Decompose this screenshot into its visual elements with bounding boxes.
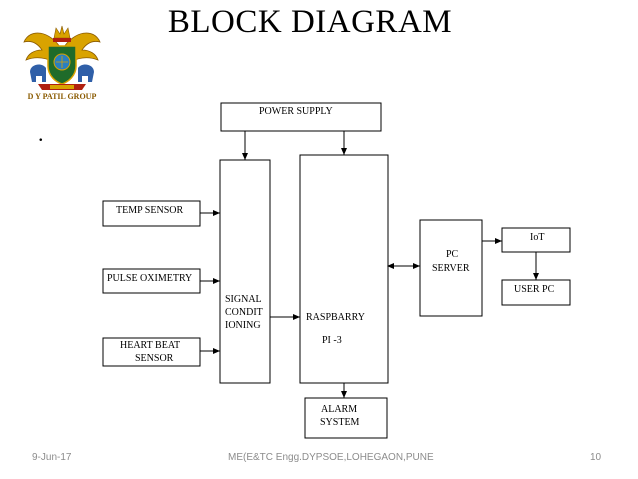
raspberry-label-line2: PI -3 [322,335,342,346]
alarm-label-line2: SYSTEM [320,417,360,428]
pc-server-label-line2: SERVER [432,263,470,274]
footer-page-number: 10 [590,452,602,463]
raspberry-label-line1: RASPBARRY [306,312,365,323]
heart-beat-sensor-block: HEART BEAT SENSOR [102,337,201,367]
signal-label-line2: CONDIT [225,307,263,318]
signal-label-line1: SIGNAL [225,294,262,305]
pc-server-label-line1: PC [446,249,459,260]
alarm-system-block: ALARM SYSTEM [304,397,388,439]
dy-patil-logo [23,25,101,90]
power-supply-block: POWER SUPPLY [220,102,382,132]
pc-server-block: PC SERVER [419,219,483,317]
user-pc-label: USER PC [514,284,555,295]
pulse-oximetry-label: PULSE OXIMETRY [107,273,192,284]
power-supply-label: POWER SUPPLY [259,106,333,117]
pulse-oximetry-block: PULSE OXIMETRY [102,268,201,294]
alarm-label-line1: ALARM [321,404,357,415]
logo-caption: D Y PATIL GROUP [27,92,97,101]
heart-beat-label-line2: SENSOR [135,353,174,364]
slide-title: BLOCK DIAGRAM [167,4,453,40]
heart-beat-label-line1: HEART BEAT [120,340,180,351]
signal-conditioning-block: SIGNAL CONDIT IONING [219,159,271,384]
footer-date: 9-Jun-17 [32,452,72,463]
user-pc-block: USER PC [501,279,571,306]
bullet-point: . [38,121,44,146]
raspberry-pi-block: RASPBARRY PI -3 [299,154,389,384]
iot-block: IoT [501,227,571,253]
signal-label-line3: IONING [225,320,261,331]
temp-sensor-block: TEMP SENSOR [102,200,201,227]
footer-center-text: ME(E&TC Engg.DYPSOE,LOHEGAON,PUNE [228,452,434,463]
temp-sensor-label: TEMP SENSOR [116,205,183,216]
iot-label: IoT [530,232,544,243]
